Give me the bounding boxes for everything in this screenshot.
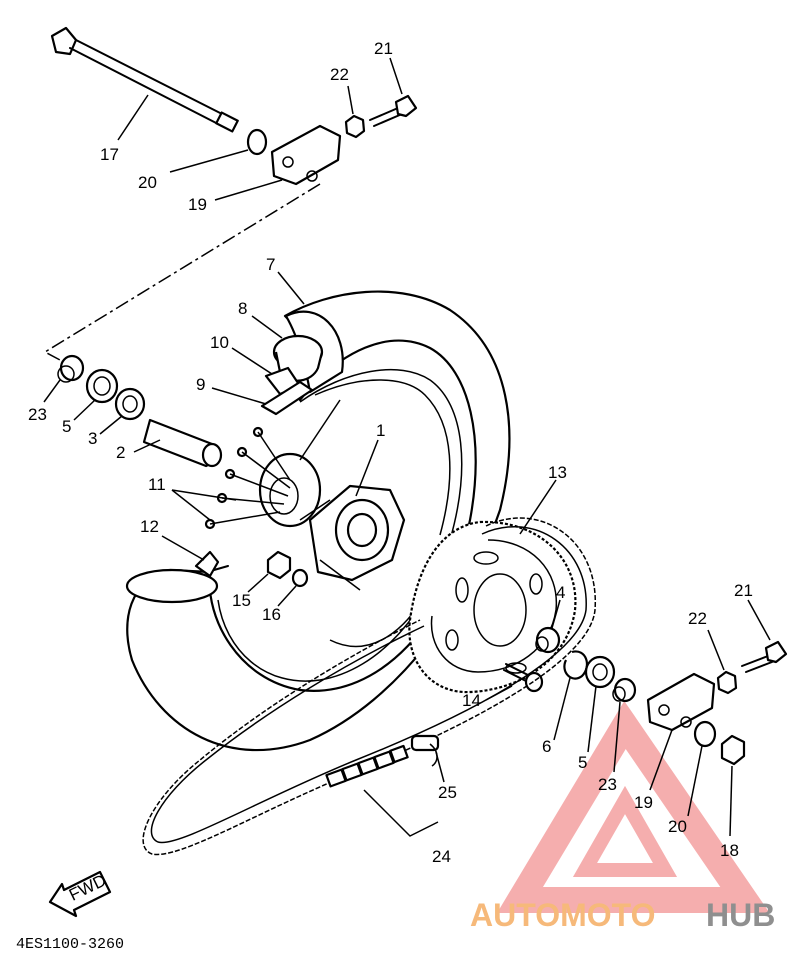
callout-5b: 5	[578, 753, 587, 772]
washer-top	[246, 128, 268, 156]
leader-11a	[171, 489, 211, 521]
callout-4: 4	[556, 583, 565, 602]
callout-19b: 19	[634, 793, 653, 812]
axis-line	[43, 183, 321, 361]
leader-11b	[171, 489, 237, 501]
bearing-left	[114, 387, 146, 421]
collar-left	[57, 354, 85, 383]
nut-right	[716, 670, 738, 695]
axle-nut	[720, 734, 746, 766]
chain-puller-top	[270, 124, 342, 186]
leader-10	[231, 347, 273, 375]
leader-7	[277, 271, 305, 305]
callout-23b: 23	[598, 775, 617, 794]
callout-17: 17	[100, 145, 119, 164]
callout-23a: 23	[28, 405, 47, 424]
callout-18: 18	[720, 841, 739, 860]
callout-22b: 22	[688, 609, 707, 628]
callout-7: 7	[266, 255, 275, 274]
callout-20a: 20	[138, 173, 157, 192]
spacer	[142, 418, 223, 468]
leader-5b	[587, 685, 597, 753]
leader-8	[251, 315, 283, 339]
leader-12	[161, 535, 205, 561]
callout-10: 10	[210, 333, 229, 352]
callout-11: 11	[148, 475, 166, 494]
leader-22b	[707, 629, 725, 671]
leader-19b	[649, 729, 673, 791]
callout-2: 2	[116, 443, 125, 462]
leader-15	[247, 573, 269, 593]
leader-24	[363, 789, 439, 837]
master-link	[410, 734, 440, 767]
collar-right-2	[612, 677, 637, 703]
leader-9	[211, 387, 267, 405]
leader-2	[133, 439, 161, 453]
leader-18	[729, 765, 733, 837]
watermark-text-2: HUB	[706, 897, 775, 933]
leader-22a	[347, 85, 354, 115]
callout-5a: 5	[62, 417, 71, 436]
nut-sprocket	[266, 550, 292, 580]
leader-17	[117, 94, 149, 141]
leader-16	[277, 585, 297, 607]
leader-5a	[73, 399, 96, 421]
callout-15: 15	[232, 591, 251, 610]
watermark-text-1: AUTOMOTO	[470, 897, 655, 933]
callout-6: 6	[542, 737, 551, 756]
leader-23a	[43, 379, 61, 403]
seal-left	[85, 368, 119, 404]
callout-21a: 21	[374, 39, 393, 58]
callout-19a: 19	[188, 195, 207, 214]
watermark-logo	[497, 700, 770, 913]
axle	[50, 26, 239, 133]
leader-21a	[389, 57, 403, 95]
drive-chain	[142, 517, 596, 856]
leader-25	[435, 751, 445, 783]
valve-stem	[194, 550, 229, 578]
collar-right	[535, 626, 561, 654]
circlip	[563, 650, 589, 680]
bolt-right	[741, 640, 788, 673]
sprocket	[408, 520, 577, 694]
leader-20a	[169, 149, 249, 173]
callout-21b: 21	[734, 581, 753, 600]
callout-labels: 1 2 3 4 5 5 6 7 8 9 10 11 12 13 14 15 16…	[28, 39, 753, 866]
chain-segment	[325, 744, 409, 788]
leader-1	[355, 439, 379, 497]
seal-right	[584, 655, 616, 689]
callout-9: 9	[196, 375, 205, 394]
bolt-top	[369, 94, 418, 127]
callout-13: 13	[548, 463, 567, 482]
callout-12: 12	[140, 517, 159, 536]
leader-6	[553, 677, 571, 741]
callout-8: 8	[238, 299, 247, 318]
leader-13	[519, 479, 557, 535]
callout-14: 14	[462, 691, 481, 710]
callout-20b: 20	[668, 817, 687, 836]
fwd-arrow: FWD	[48, 871, 112, 918]
leader-3	[99, 415, 123, 435]
leader-19a	[214, 179, 283, 201]
rim-strap	[260, 380, 314, 416]
lock-washer	[291, 568, 309, 588]
callout-1: 1	[376, 421, 385, 440]
leader-4	[551, 599, 561, 629]
washer-right	[693, 720, 717, 748]
callout-3: 3	[88, 429, 97, 448]
leader-21b	[747, 599, 771, 641]
callout-22a: 22	[330, 65, 349, 84]
leader-20b	[687, 745, 703, 817]
callout-25: 25	[438, 783, 457, 802]
chain-puller-right	[646, 672, 716, 732]
callout-24: 24	[432, 847, 451, 866]
spoke-nipples	[204, 426, 291, 530]
callout-16: 16	[262, 605, 281, 624]
leader-23b	[613, 701, 621, 773]
diagram-code: 4ES1100-3260	[16, 936, 124, 953]
nut-top	[344, 114, 366, 139]
